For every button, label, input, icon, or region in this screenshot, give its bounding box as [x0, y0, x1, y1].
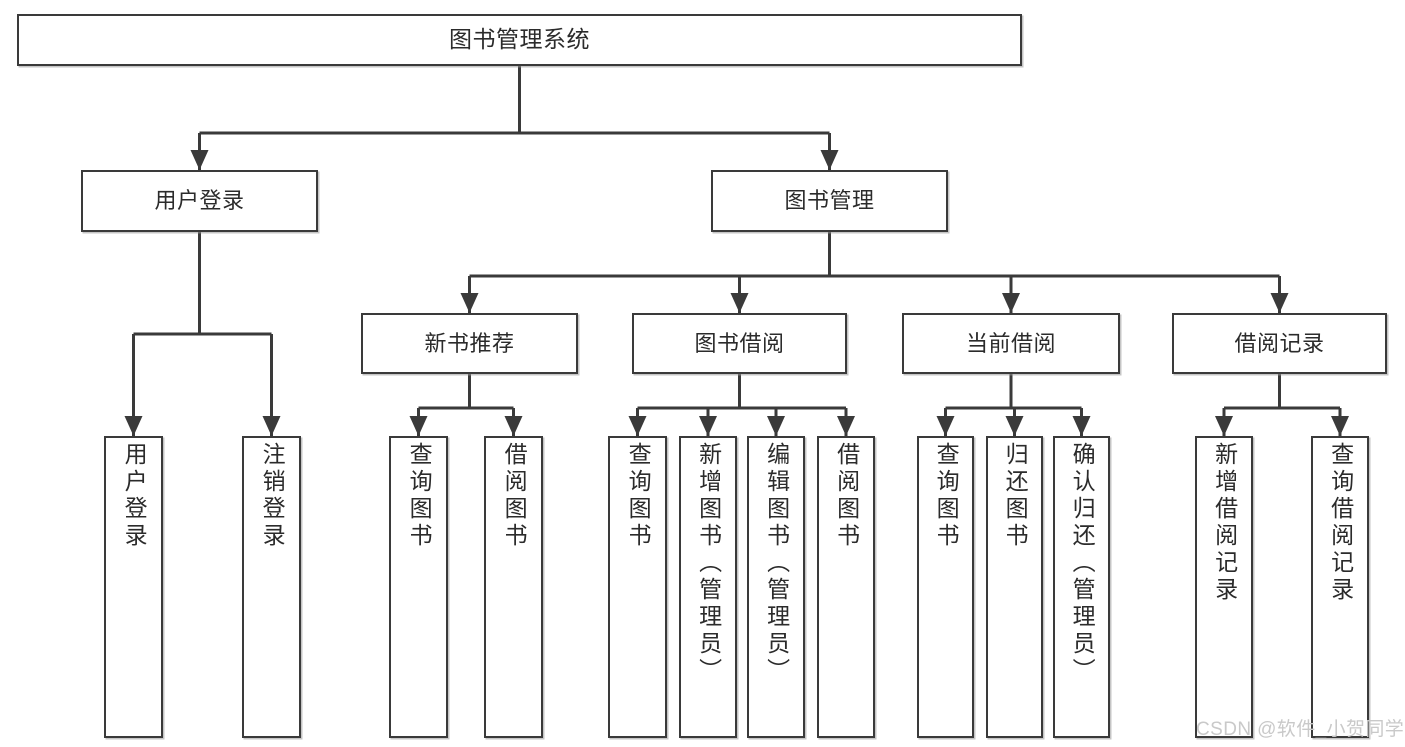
node-label-newbook: 新书推荐 [424, 330, 515, 356]
node-l-login: 用户登录 [104, 436, 163, 738]
node-label-c-confirm: 确认归还（管理员） [1069, 442, 1096, 685]
arrow-head-l-logout [262, 416, 281, 436]
node-label-r-query: 查询借阅记录 [1327, 442, 1354, 604]
arrow-head-c-confirm [1072, 416, 1091, 436]
arrow-head-n-borrow [504, 416, 523, 436]
arrow-head-borrow [730, 293, 749, 313]
arrow-head-n-query [409, 416, 428, 436]
node-root: 图书管理系统 [17, 14, 1022, 66]
arrow-head-r-query [1331, 416, 1349, 436]
node-label-l-login: 用户登录 [121, 442, 148, 550]
node-label-n-query: 查询图书 [406, 442, 433, 550]
node-newbook: 新书推荐 [361, 313, 578, 374]
node-label-records: 借阅记录 [1234, 330, 1325, 356]
node-b-lend: 借阅图书 [817, 436, 875, 738]
node-bookmgmt: 图书管理 [711, 170, 948, 232]
arrow-head-b-query [628, 416, 647, 436]
arrow-head-r-add [1215, 416, 1233, 436]
node-label-root: 图书管理系统 [449, 26, 590, 53]
node-label-b-lend: 借阅图书 [833, 442, 860, 550]
node-n-query: 查询图书 [389, 436, 448, 738]
node-login: 用户登录 [81, 170, 318, 232]
arrow-head-c-return [1005, 416, 1024, 436]
node-label-borrow: 图书借阅 [694, 330, 785, 356]
arrow-head-login [190, 150, 209, 170]
arrow-head-b-lend [837, 416, 855, 436]
node-records: 借阅记录 [1172, 313, 1387, 374]
node-label-b-add: 新增图书（管理员） [695, 442, 722, 685]
node-r-add: 新增借阅记录 [1195, 436, 1253, 738]
arrow-head-newbook [460, 293, 479, 313]
node-borrow: 图书借阅 [632, 313, 847, 374]
arrow-head-b-add [699, 416, 717, 436]
arrow-head-l-login [124, 416, 143, 436]
node-label-current: 当前借阅 [965, 330, 1056, 356]
arrow-head-c-query [936, 416, 955, 436]
node-label-c-query: 查询图书 [933, 442, 960, 550]
node-r-query: 查询借阅记录 [1311, 436, 1369, 738]
node-label-n-borrow: 借阅图书 [501, 442, 528, 550]
node-n-borrow: 借阅图书 [484, 436, 543, 738]
node-label-login: 用户登录 [154, 188, 245, 214]
arrow-head-bookmgmt [820, 150, 839, 170]
node-b-edit: 编辑图书（管理员） [747, 436, 805, 738]
node-l-logout: 注销登录 [242, 436, 301, 738]
node-c-query: 查询图书 [917, 436, 974, 738]
node-current: 当前借阅 [902, 313, 1120, 374]
arrow-head-current [1002, 293, 1020, 313]
node-label-c-return: 归还图书 [1002, 442, 1029, 550]
node-label-bookmgmt: 图书管理 [784, 188, 875, 214]
node-b-query: 查询图书 [608, 436, 667, 738]
node-label-b-query: 查询图书 [625, 442, 652, 550]
node-c-return: 归还图书 [986, 436, 1043, 738]
node-label-l-logout: 注销登录 [259, 442, 286, 550]
node-c-confirm: 确认归还（管理员） [1053, 436, 1110, 738]
node-label-r-add: 新增借阅记录 [1211, 442, 1238, 604]
arrow-head-b-edit [767, 416, 785, 436]
node-b-add: 新增图书（管理员） [679, 436, 737, 738]
node-label-b-edit: 编辑图书（管理员） [763, 442, 790, 685]
arrow-head-records [1270, 293, 1289, 313]
